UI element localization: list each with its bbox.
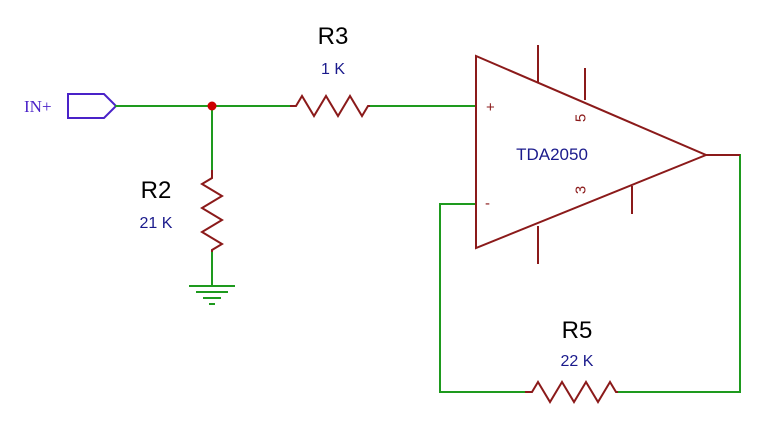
resistor-r5-value: 22 K (561, 353, 594, 370)
wire-minus-feedback (439, 203, 526, 393)
resistor-r2-value: 21 K (140, 215, 173, 232)
wires (115, 105, 741, 393)
resistor-r5: R5 22 K (525, 317, 618, 404)
amplifier-pin-5-label: 5 (573, 114, 590, 122)
resistor-r5-ref: R5 (562, 317, 593, 344)
resistor-r3-value: 1 K (321, 61, 345, 78)
ground-icon (189, 285, 235, 305)
input-port: IN+ (24, 93, 118, 119)
amplifier-plus-pin-label: + (486, 99, 495, 116)
wire-output-feedback (617, 154, 741, 393)
resistor-r2-body (200, 170, 224, 252)
resistor-r3-ref: R3 (318, 23, 349, 50)
junction-dot (207, 101, 217, 111)
resistor-r2: R2 21 K (140, 170, 224, 252)
amplifier-minus-pin-label: - (485, 195, 490, 212)
amplifier-tda2050: + - 5 3 TDA2050 (475, 45, 740, 264)
resistor-r5-body (525, 380, 618, 404)
input-port-flag (67, 93, 118, 119)
resistor-r2-ref: R2 (141, 177, 172, 204)
resistor-r3: R3 1 K (290, 23, 370, 118)
input-port-label: IN+ (24, 97, 52, 116)
amplifier-name: TDA2050 (516, 145, 588, 164)
amplifier-pin-3-label: 3 (573, 186, 590, 194)
resistor-r3-body (290, 94, 370, 118)
amplifier-triangle (475, 54, 709, 250)
